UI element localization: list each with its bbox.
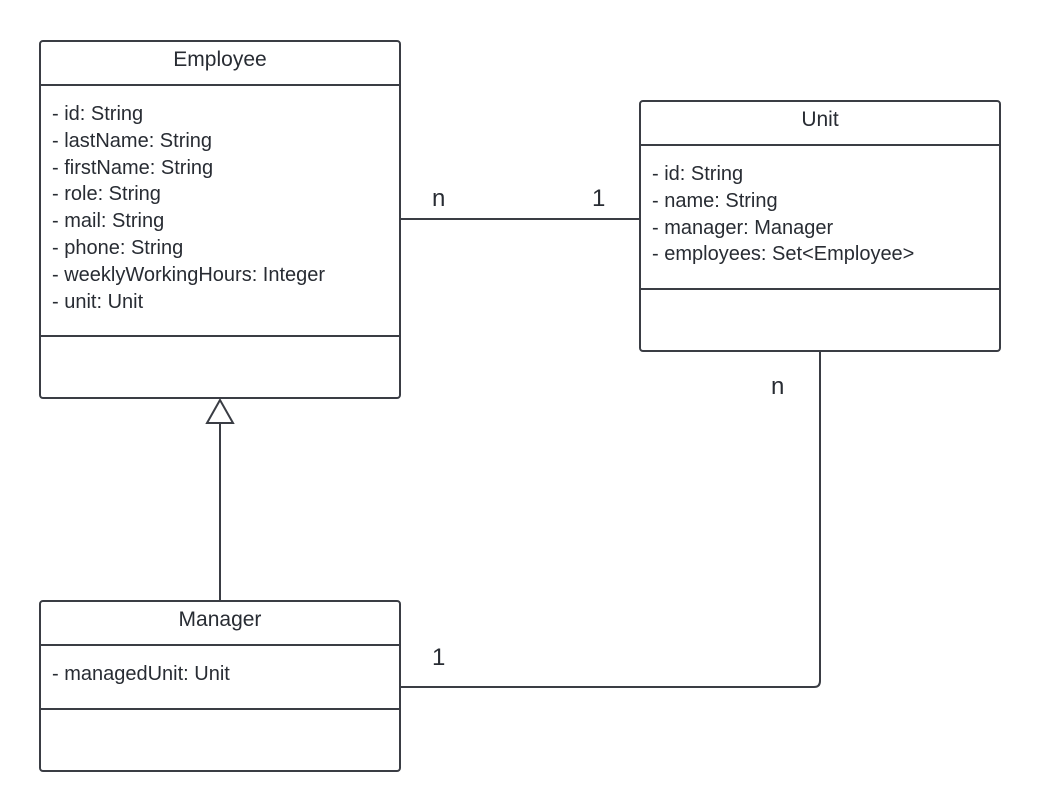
attribute: - id: String [652,163,744,185]
class-employee[interactable]: Employee - id: String - lastName: String… [39,40,401,399]
attribute: - role: String [52,183,161,206]
attribute: - mail: String [52,210,165,233]
attribute: - manager: Manager [652,216,834,239]
attribute: - id: String [52,103,144,125]
attribute: - lastName: String [52,129,213,152]
attribute: - employees: Set<Employee> [652,243,915,266]
multiplicity-unit-end: n [771,373,785,400]
multiplicity-employee-end: n [432,185,446,212]
attribute: - managedUnit: Unit [52,663,230,685]
attribute: - name: String [652,189,778,212]
class-name: Manager [41,602,399,646]
attribute: - firstName: String [52,156,214,179]
class-unit[interactable]: Unit - id: String - name: String - manag… [639,100,1001,352]
attribute: - weeklyWorkingHours: Integer [52,263,326,286]
attribute-compartment: - id: String - lastName: String - firstN… [41,86,399,337]
class-manager[interactable]: Manager - managedUnit: Unit [39,600,401,772]
multiplicity-unit-end: 1 [592,185,606,212]
generalization-arrowhead-icon [205,397,235,424]
class-name: Employee [41,42,399,86]
multiplicity-manager-end: 1 [432,644,446,671]
attribute-compartment: - id: String - name: String - manager: M… [641,146,999,290]
attribute-compartment: - managedUnit: Unit [41,646,399,710]
class-name: Unit [641,102,999,146]
attribute: - unit: Unit [52,290,144,313]
attribute: - phone: String [52,236,184,259]
association-manager-unit [401,352,821,688]
